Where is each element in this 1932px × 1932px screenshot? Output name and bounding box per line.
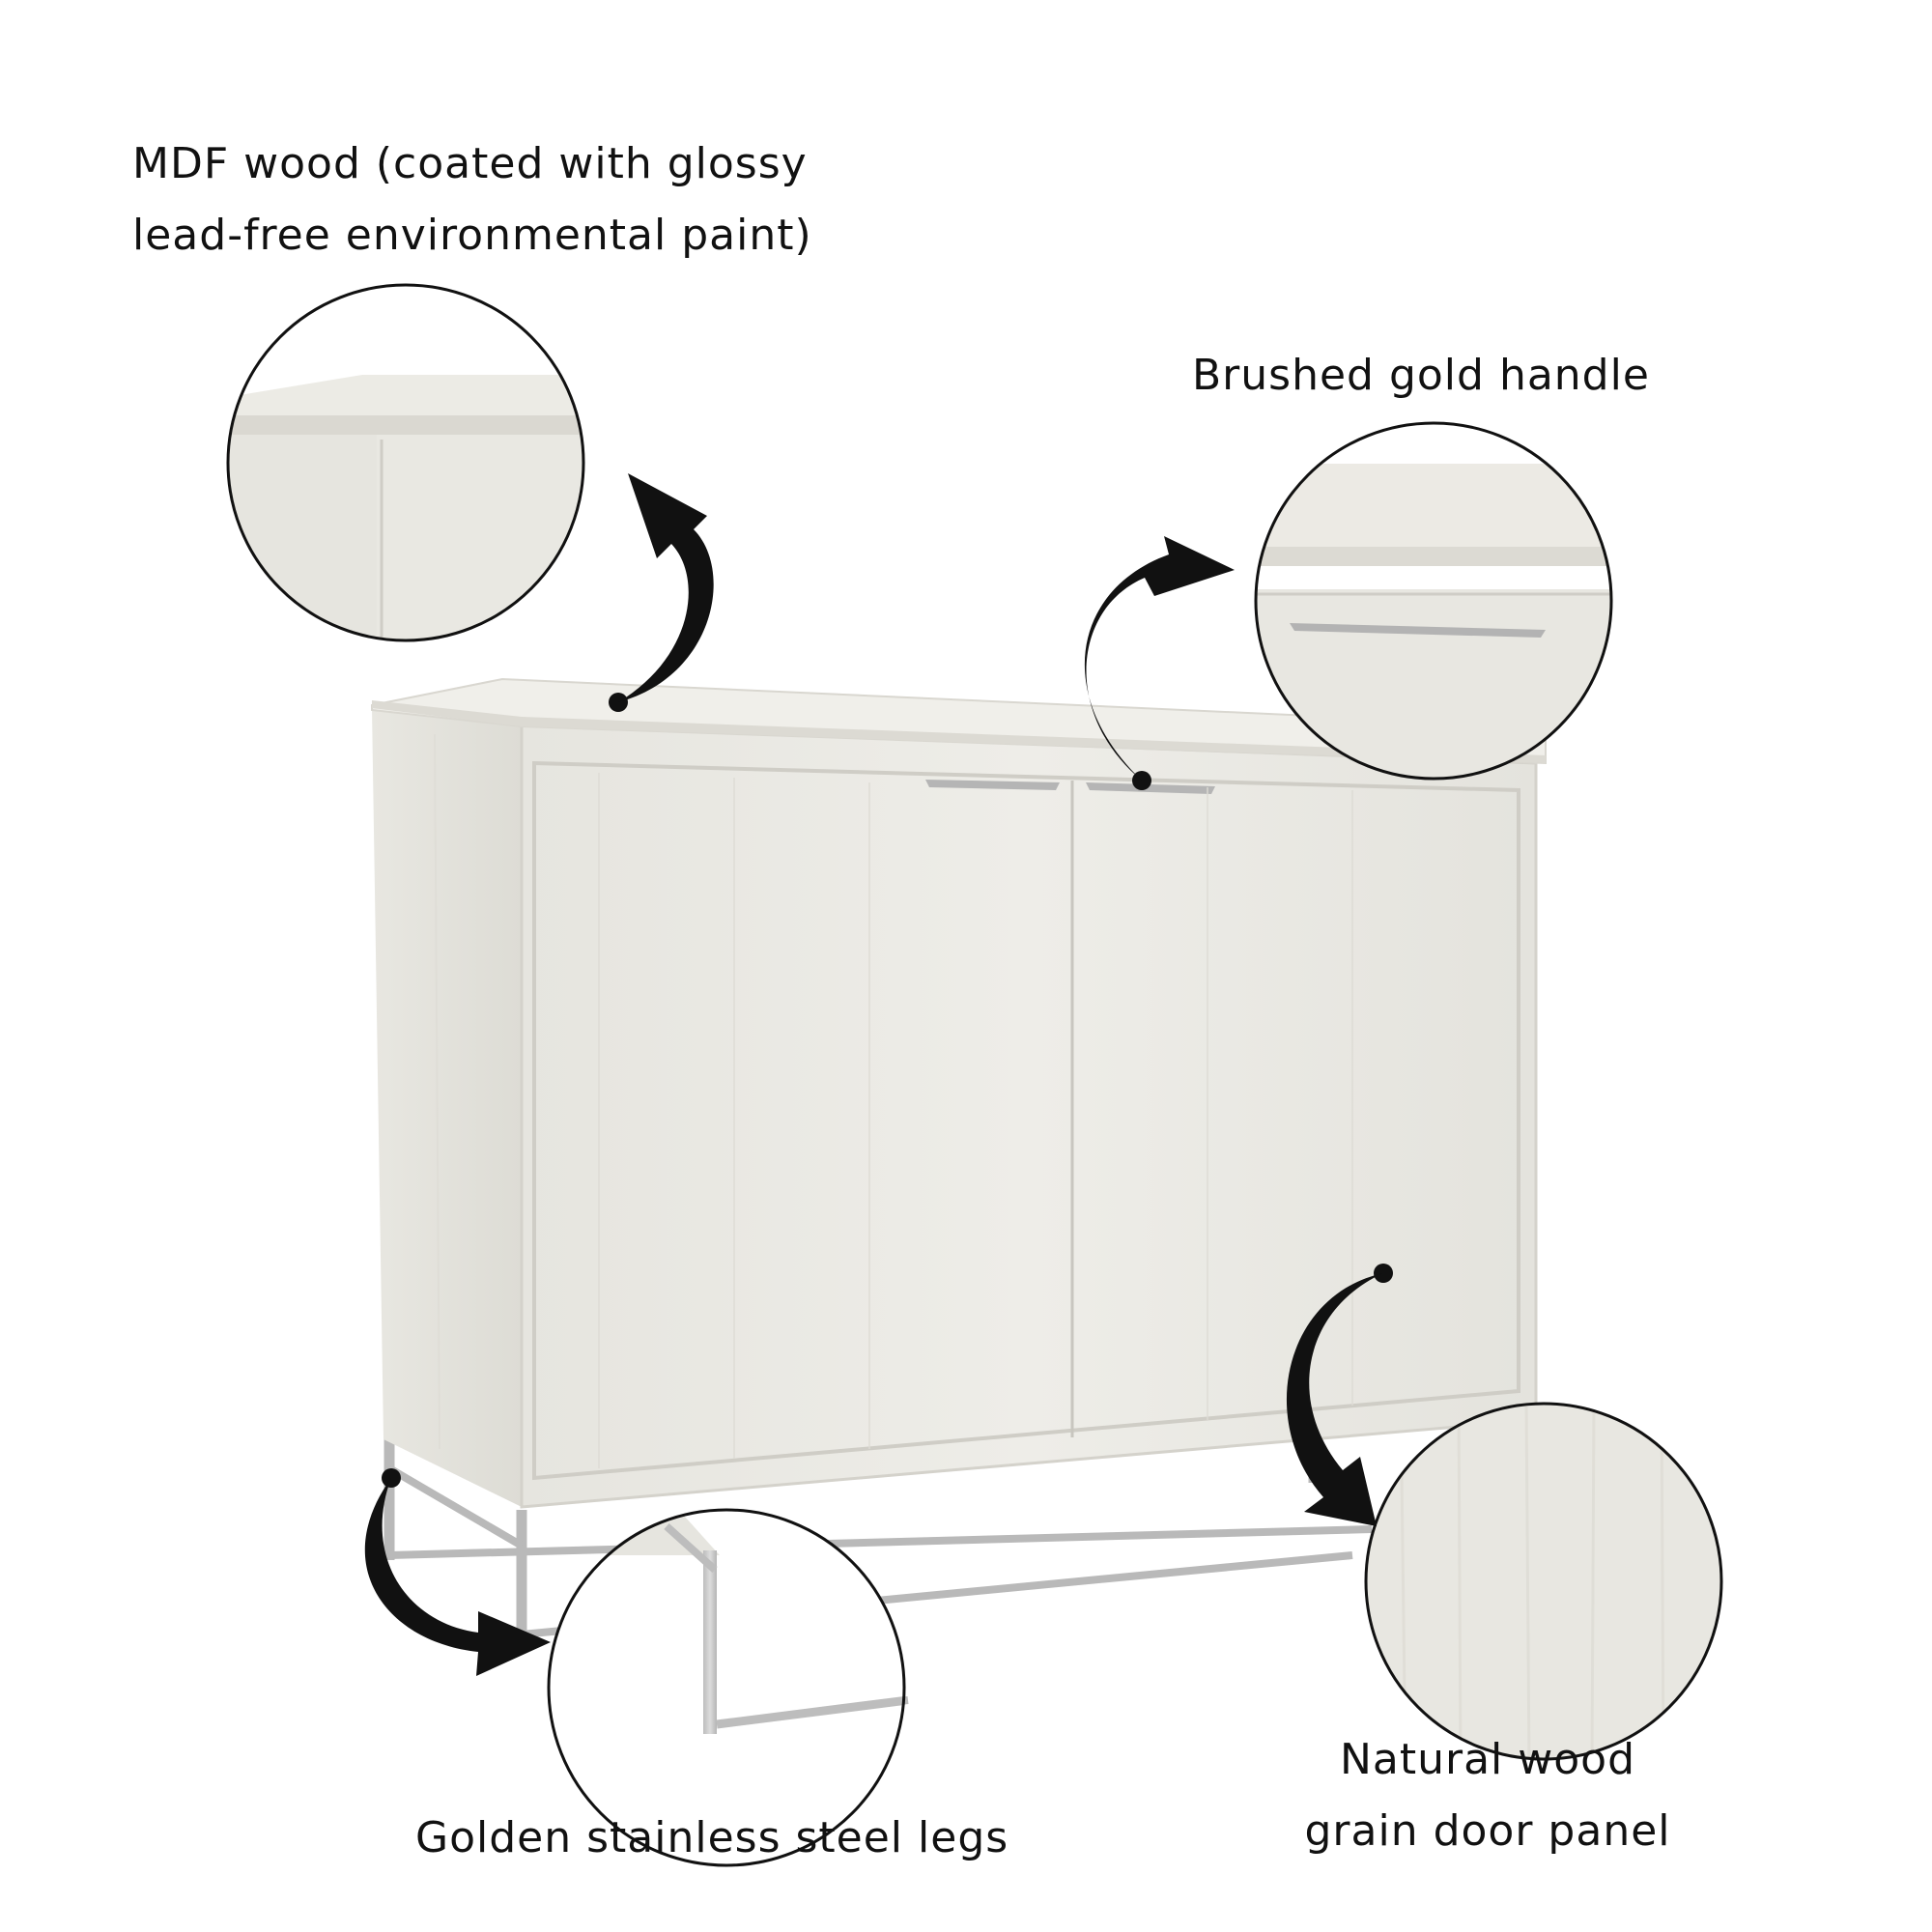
left-handle	[925, 780, 1060, 790]
label-grain: Natural wood grain door panel	[1294, 1724, 1681, 1867]
cabinet-side-panel	[372, 708, 522, 1507]
label-handle: Brushed gold handle	[1192, 340, 1650, 412]
arrow-grain	[1286, 1264, 1393, 1526]
arrow-legs	[364, 1468, 551, 1676]
arrow-mdf	[609, 473, 714, 712]
label-mdf-wood: MDF wood (coated with glossy lead-free e…	[132, 128, 812, 271]
door-handles	[925, 780, 1215, 794]
zoom-circle-grain	[1364, 1402, 1723, 1761]
cabinet-front	[520, 723, 1538, 1509]
label-legs-text: Golden stainless steel legs	[415, 1813, 1009, 1862]
arrow-handle	[1084, 536, 1235, 790]
cabinet	[371, 677, 1547, 1729]
zoom-circle-legs	[547, 1508, 906, 1867]
label-grain-line1: Natural wood	[1339, 1735, 1636, 1784]
label-legs: Golden stainless steel legs	[415, 1803, 1009, 1874]
label-handle-text: Brushed gold handle	[1192, 351, 1650, 400]
zoom-circle-mdf	[226, 283, 585, 642]
label-mdf-line2: lead-free environmental paint)	[132, 211, 812, 260]
label-grain-line2: grain door panel	[1304, 1806, 1671, 1856]
right-handle	[1086, 782, 1215, 794]
label-mdf-line1: MDF wood (coated with glossy	[132, 139, 808, 188]
